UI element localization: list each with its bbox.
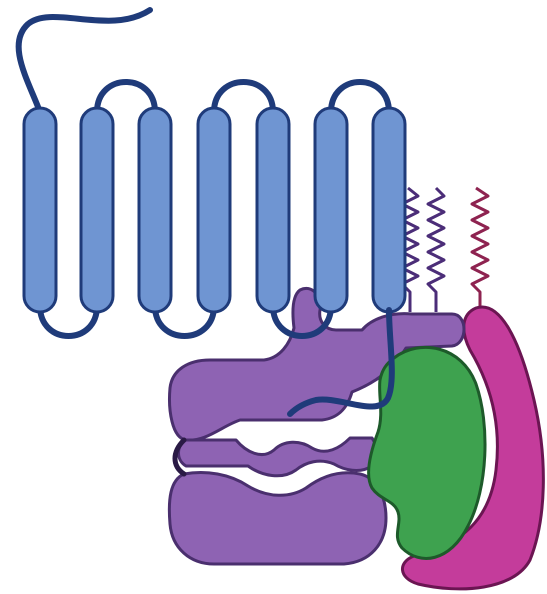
receptor-helix-icon [373,108,405,312]
n-terminus-tail [19,10,150,112]
lipid-anchor-icon [428,188,444,312]
receptor-helix-icon [198,108,230,312]
extracellular-loop [331,82,389,112]
lipid-anchors [402,188,488,312]
extracellular-loop [214,82,273,112]
receptor-helix-icon [24,108,56,312]
receptor-helix-icon [81,108,113,312]
extracellular-loop [97,82,155,112]
receptor-helix-icon [315,108,347,312]
receptor-helix-icon [257,108,289,312]
lipid-anchor-icon [472,188,488,312]
receptor-helix-icon [139,108,171,312]
